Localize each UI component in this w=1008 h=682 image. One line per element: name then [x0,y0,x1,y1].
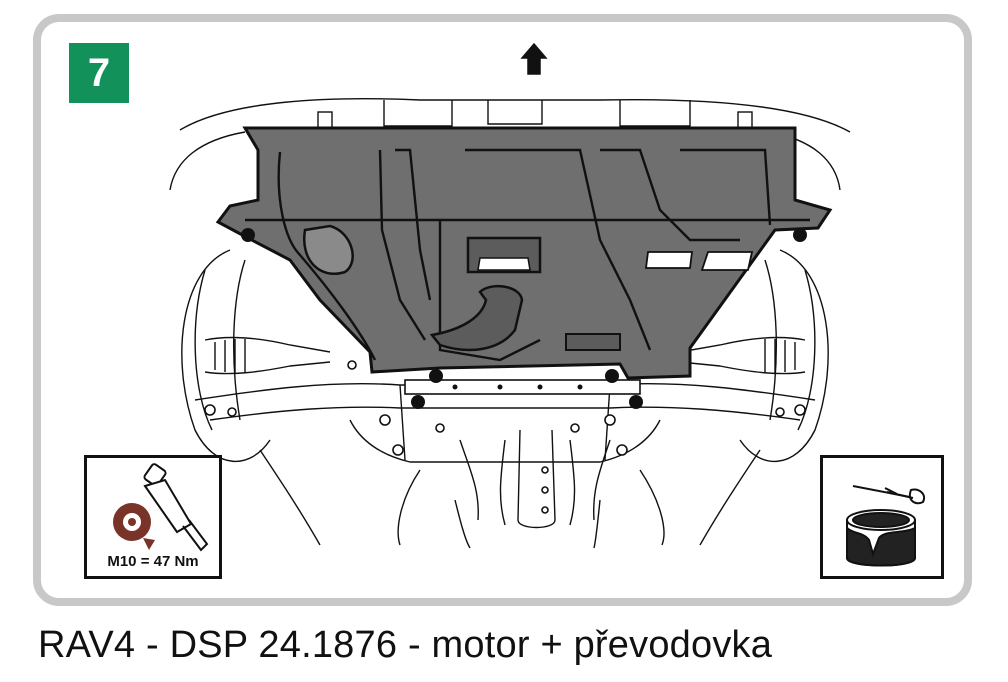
torque-wrench-icon [113,463,209,552]
up-arrow-icon [520,42,548,75]
skid-plate [215,126,833,409]
diagram-caption: RAV4 - DSP 24.1876 - motor + převodovka [38,624,773,666]
paint-instruction-panel [820,455,944,579]
step-number-badge: 7 [69,43,129,103]
paint-can-icon [846,485,925,567]
torque-spec-panel: M10 = 47 Nm [84,455,222,579]
subframe-bolts [204,360,806,514]
mounting-rail [404,379,641,395]
torque-dial-icon [113,503,155,550]
torque-spec-label: M10 = 47 Nm [107,553,199,570]
